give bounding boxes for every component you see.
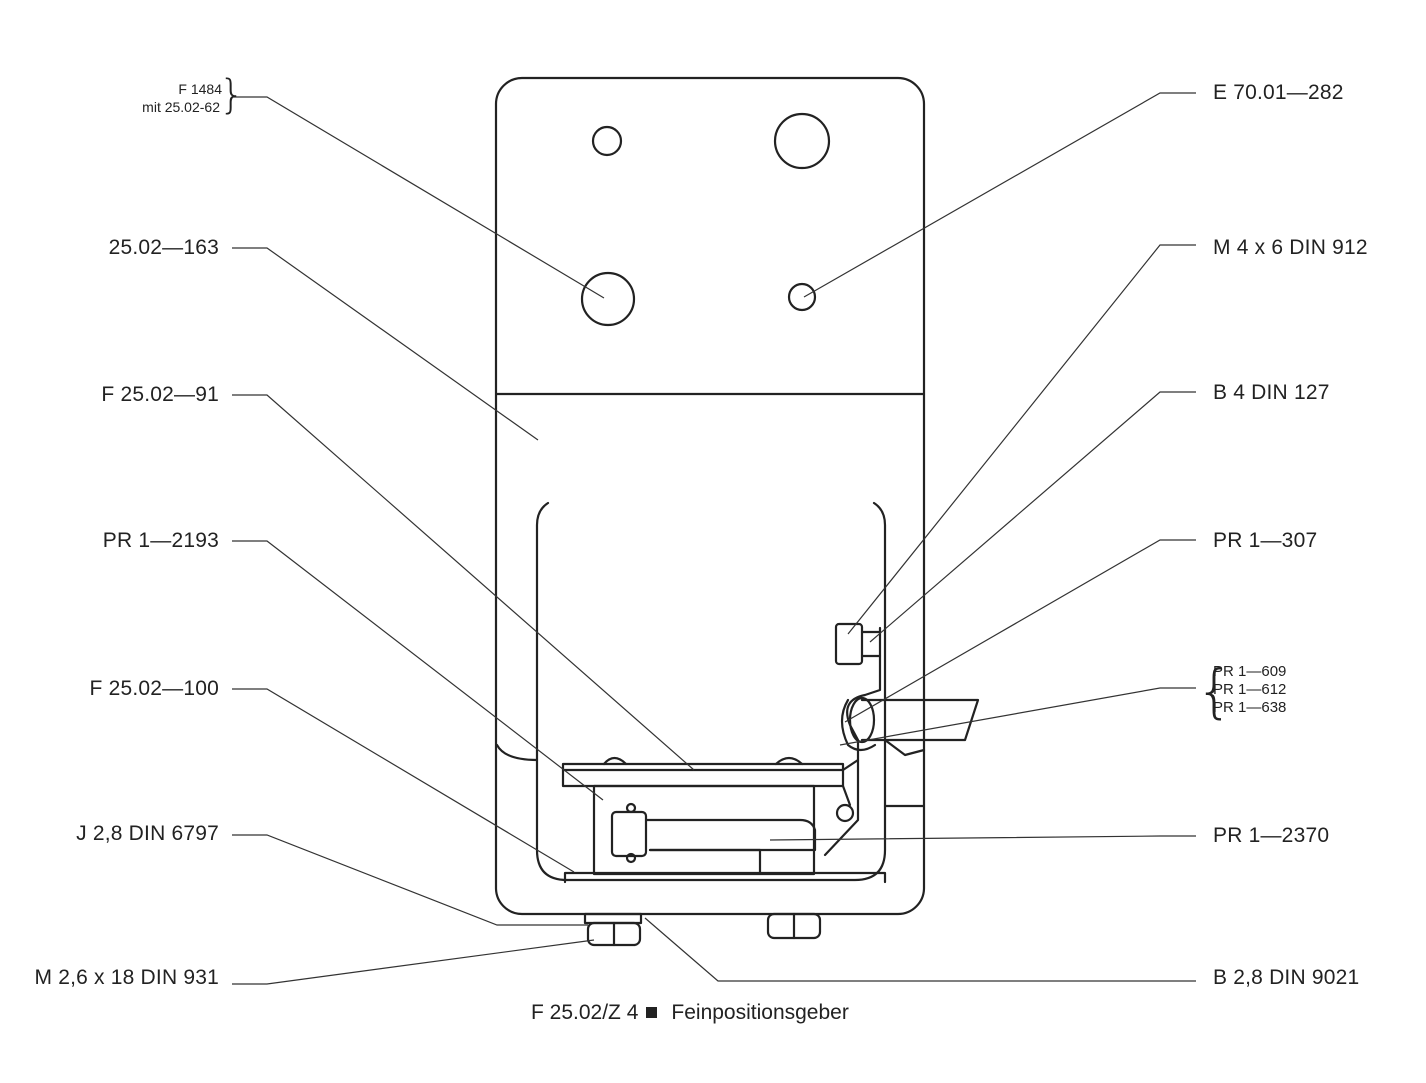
bracket-right [841,626,882,772]
label-b28-din9021: B 2,8 DIN 9021 [1213,966,1360,989]
cable [860,698,980,742]
label-pr1-2370: PR 1—2370 [1213,824,1330,847]
caption-title: Feinpositionsgeber [671,1001,849,1024]
bracket-eye [835,803,855,823]
leader-m4x6 [847,244,1196,635]
hole-small-top [591,125,623,157]
label-b4-din127: B 4 DIN 127 [1213,381,1330,404]
roller-left [602,756,628,766]
leader-f91 [232,394,695,771]
label-f25-02-100: F 25.02—100 [89,677,219,700]
hole-large-top [773,112,831,170]
bracket-link [841,784,852,807]
leader-b4 [869,391,1196,643]
label-f25-02-91: F 25.02—91 [101,383,219,406]
label-pr1-609: PR 1—609 [1213,663,1287,680]
cable-clamp [840,698,877,752]
label-f1484-line2: mit 25.02-62 [142,99,220,115]
leader-pr2370 [769,835,1196,841]
inner-channel [535,501,887,882]
leader-f100 [232,688,575,873]
housing-outline [494,76,926,916]
label-m26-din931: M 2,6 x 18 DIN 931 [34,966,219,989]
label-25-02-163: 25.02—163 [108,236,219,259]
caption-code: F 25.02/Z 4 [531,1001,639,1024]
sensor-body [610,810,648,858]
brace-f1484: } [219,72,245,118]
sensor-arm [644,818,817,852]
hole-small-right [787,282,817,312]
leader-e70 [803,92,1196,298]
label-j28-din6797: J 2,8 DIN 6797 [76,822,219,845]
washer-left [583,912,643,925]
cable-end [848,696,876,744]
screw-head [834,622,864,666]
brace-pr-group: { [1196,657,1233,725]
roller-right [774,756,804,766]
figure-caption: F 25.02/Z 4 Feinpositionsgeber [531,1001,849,1025]
leader-f1484 [232,96,605,299]
label-pr1-307: PR 1—307 [1213,529,1318,552]
caption-square-icon [646,1007,658,1018]
label-f1484-line1: F 1484 [178,81,222,97]
label-pr1-2193: PR 1—2193 [102,529,219,552]
bracket-lower [823,758,860,857]
hole-medium [580,271,636,327]
sensor-foot [648,848,762,874]
label-pr1-612: PR 1—612 [1213,681,1287,698]
leader-pr2193 [232,540,604,801]
sensor-pin-bottom [625,852,637,864]
leader-b28 [644,917,1196,982]
sensor-pin-top [625,802,637,814]
housing-step-right [883,738,926,757]
label-pr1-638: PR 1—638 [1213,699,1287,716]
leader-prgroup [839,687,1196,746]
leader-p163 [232,247,539,441]
leader-j28 [232,834,588,926]
recess-arc-left [495,743,539,762]
label-e70-01-282: E 70.01—282 [1213,81,1344,104]
leader-m26 [232,939,595,985]
leader-pr307 [844,539,1196,723]
carriage-plate [561,762,845,788]
label-m4x6-din912: M 4 x 6 DIN 912 [1213,236,1368,259]
